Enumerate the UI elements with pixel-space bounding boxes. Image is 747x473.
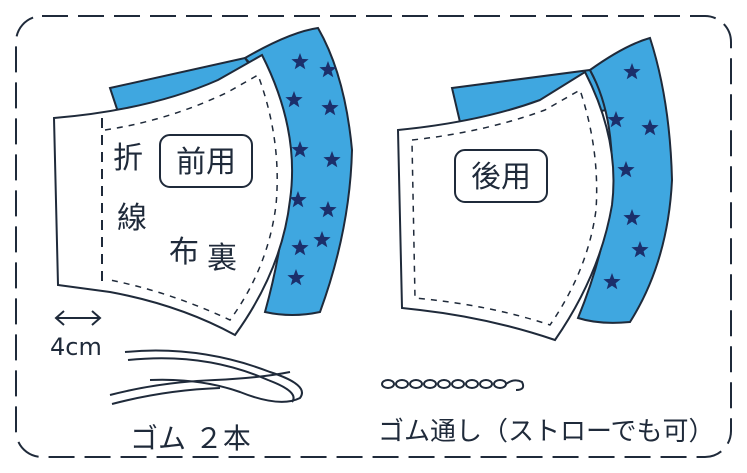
star-icon xyxy=(323,151,341,168)
star-icon xyxy=(641,119,659,136)
star-icon xyxy=(287,269,305,286)
threader-label: ゴム通し（ストローでも可） xyxy=(378,417,714,447)
star-icon xyxy=(321,99,339,116)
star-icon xyxy=(623,209,641,226)
star-icon xyxy=(603,273,621,290)
star-icon xyxy=(313,231,331,248)
back-mask-piece xyxy=(396,70,615,342)
elastic-label: ゴム ２本 xyxy=(130,422,251,455)
star-icon xyxy=(631,241,649,258)
back-label-box xyxy=(454,149,548,203)
star-icon xyxy=(289,191,307,208)
star-icon xyxy=(623,63,641,80)
front-mask-piece xyxy=(52,53,294,337)
threader-icon xyxy=(381,379,525,391)
lining-text-1: 布 xyxy=(169,235,199,270)
double-arrow-icon xyxy=(54,310,102,326)
star-icon xyxy=(291,53,309,70)
width-label: 4cm xyxy=(50,333,102,361)
dashed-frame xyxy=(15,15,732,458)
elastic-band-icon xyxy=(109,349,303,405)
fold-text-1: 折 xyxy=(113,141,143,176)
star-icon xyxy=(291,239,309,256)
front-seam-line xyxy=(104,73,278,321)
fold-text-2: 線 xyxy=(117,201,147,236)
star-icon xyxy=(607,111,625,128)
star-icon xyxy=(285,91,303,108)
star-icon xyxy=(319,201,337,218)
star-icon xyxy=(291,141,309,158)
back-label-text: 後用 xyxy=(471,160,531,195)
front-label-box xyxy=(159,134,253,188)
back-seam-line xyxy=(411,88,598,326)
star-icon xyxy=(617,161,635,178)
lining-text-2: 裏 xyxy=(207,241,237,276)
left-star-group xyxy=(285,53,341,286)
star-icon xyxy=(319,61,337,78)
right-star-group xyxy=(603,63,659,290)
front-label-text: 前用 xyxy=(176,145,236,180)
